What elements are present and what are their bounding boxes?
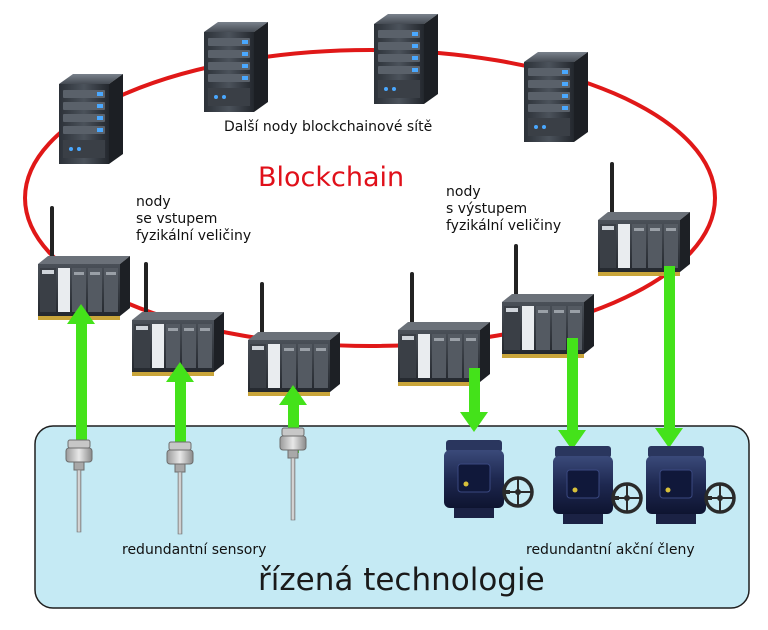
actuators-label: redundantní akční členy	[526, 542, 695, 558]
server-icon	[204, 22, 268, 112]
sensors-label: redundantní sensory	[122, 542, 267, 558]
arrow-up	[175, 380, 186, 456]
input-node-icon	[246, 282, 342, 398]
output-nodes-label: nody s výstupem fyzikální veličiny	[446, 184, 562, 234]
server-icon	[374, 14, 438, 104]
server-icon	[524, 52, 588, 142]
arrow-down	[567, 338, 578, 430]
blockchain-ring	[23, 48, 717, 348]
arrow-down	[664, 266, 675, 428]
output-node-icon	[596, 162, 692, 278]
input-node-icon	[36, 206, 132, 322]
servers-label: Další nody blockchainové sítě	[224, 119, 433, 135]
server-icon	[59, 74, 123, 164]
input-nodes-label: nody se vstupem fyzikální veličiny	[136, 194, 252, 244]
input-node-icon	[130, 262, 226, 378]
technology-label: řízená technologie	[258, 562, 545, 598]
arrow-up	[76, 322, 87, 454]
output-node-icon	[500, 244, 596, 360]
blockchain-label: Blockchain	[258, 162, 405, 193]
arrow-down	[469, 368, 480, 412]
